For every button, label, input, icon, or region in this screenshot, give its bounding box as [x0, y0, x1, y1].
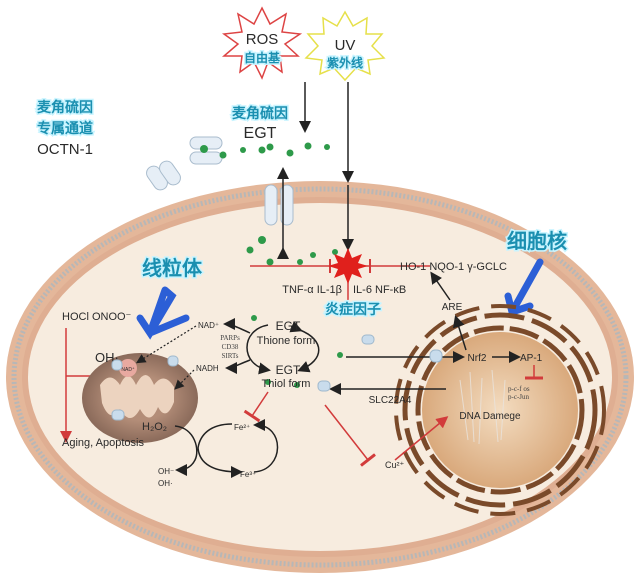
- nadh-label: NADH: [196, 364, 219, 373]
- slc22a4-label: SLC22A4: [369, 395, 412, 406]
- thiol-form-label: Thiol form: [262, 378, 311, 390]
- oh-minus-label: OH⁻: [158, 467, 174, 476]
- transporter-blobs-icon: [111, 334, 443, 421]
- octn1-cn-line1: 麦角硫因: [37, 99, 93, 116]
- thione-form-label: Thione form: [257, 335, 316, 347]
- ros-burst-icon: [328, 248, 368, 284]
- pcjun-label: p-c-Jun: [508, 393, 529, 401]
- ap1-label: AP-1: [520, 353, 543, 364]
- nrf2-label: Nrf2: [468, 353, 487, 364]
- egt-cn-label: 麦角硫因: [232, 105, 288, 122]
- mitochondria-cn-label: 线粒体: [142, 256, 203, 280]
- oh-radical-iron-label: OH·: [158, 479, 173, 488]
- enzyme-cd38: CD38: [222, 343, 239, 351]
- octn1-cn-line2: 专属通道: [37, 120, 93, 137]
- octn1-label: OCTN-1: [37, 141, 93, 158]
- cytokines-left: TNF-α IL-1β: [282, 284, 342, 296]
- dna-damage-label: DNA Damege: [459, 411, 521, 422]
- thione-egt-label: EGT: [276, 319, 301, 333]
- oxidants-label: HOCl ONOO⁻: [62, 311, 132, 323]
- mito-nad-label: NAD⁺: [121, 367, 135, 373]
- nucleus-cn-label: 细胞核: [507, 229, 567, 253]
- nad-plus-label: NAD⁺: [198, 321, 219, 330]
- are-label: ARE: [442, 302, 463, 313]
- uv-starburst: UV 紫外线: [304, 10, 386, 82]
- nucleus: [394, 304, 606, 516]
- mitochondrion: [82, 353, 198, 443]
- antioxidant-genes: HO-1 NQO-1 γ-GCLC: [400, 261, 507, 273]
- enzyme-parps: PARPs: [220, 334, 240, 342]
- cytokines-right: IL-6 NF-κB: [353, 284, 406, 296]
- mitochondria-callout-arrow: [136, 286, 190, 340]
- ros-starburst: ROS 自由基: [221, 6, 303, 80]
- egt-molecules: [200, 142, 343, 388]
- thiol-egt-label: EGT: [276, 363, 301, 377]
- ros-label: ROS: [246, 31, 279, 48]
- uv-label: UV: [335, 37, 356, 54]
- nucleus-callout-arrow: [504, 258, 544, 316]
- pcfos-label: p-c-f os: [508, 385, 530, 393]
- fe2-label: Fe²⁺: [234, 423, 250, 432]
- uv-cn-label: 紫外线: [327, 55, 363, 70]
- fe3-label: Fe³⁺: [240, 470, 256, 479]
- h2o2-label: H₂O₂: [142, 421, 167, 433]
- cu-label: Cu²⁺: [385, 460, 405, 470]
- egt-label: EGT: [244, 125, 277, 142]
- enzyme-sirts: SIRTs: [222, 352, 239, 360]
- aging-apoptosis-label: Aging, Apoptosis: [62, 437, 144, 449]
- inflammation-cn-label: 炎症因子: [325, 301, 381, 318]
- ros-cn-label: 自由基: [244, 50, 281, 65]
